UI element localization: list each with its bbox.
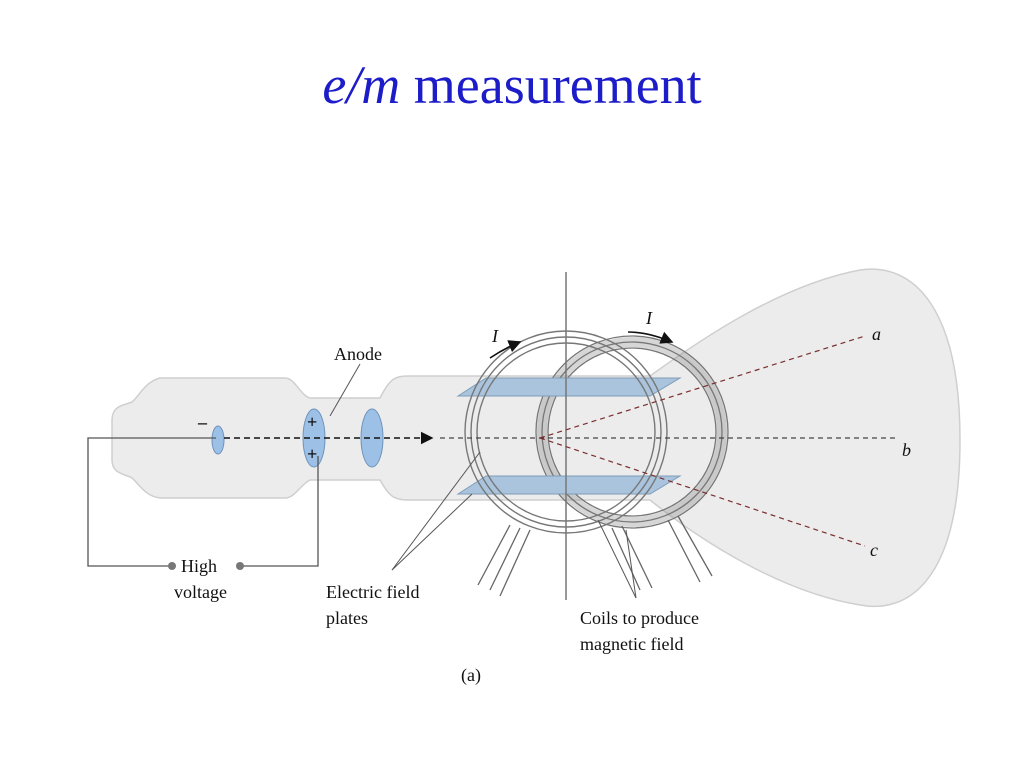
magnetic-coil-front [464, 330, 668, 534]
pointer-lines [329, 363, 637, 599]
electric-plates-label-2: plates [326, 608, 368, 628]
bottom-plate [456, 475, 682, 495]
circuit-wire-right [240, 456, 319, 567]
high-voltage-label-1: High [181, 556, 217, 576]
title-emphasis: e/m [322, 55, 401, 115]
coils-label-2: magnetic field [580, 634, 683, 654]
beam-path-c [539, 437, 866, 547]
figure-caption: (a) [461, 665, 481, 686]
electric-plates-label-1: Electric field [326, 582, 419, 602]
path-c-label: c [870, 540, 878, 560]
current-arrow-left [489, 340, 522, 359]
anode-disk-2 [360, 408, 384, 468]
anode-label: Anode [334, 344, 382, 364]
current-arrow-right [627, 331, 674, 344]
coils-label-1: Coils to produce [580, 608, 699, 628]
slide-title: e/m measurement [0, 58, 1024, 112]
path-b-label: b [902, 440, 911, 460]
current-label-right: I [645, 308, 653, 328]
high-voltage-label-2: voltage [174, 582, 227, 602]
terminal-right [236, 562, 244, 570]
beam-path-a [539, 335, 866, 439]
cathode-minus-sign: – [197, 412, 208, 432]
terminal-left [168, 562, 176, 570]
anode-plus-bottom: + [307, 444, 317, 464]
coil-leads [477, 515, 713, 597]
cathode [211, 425, 225, 455]
path-a-label: a [872, 324, 881, 344]
circuit-wire-left [87, 437, 216, 567]
title-text: measurement [400, 55, 702, 115]
anode-plus-top: + [307, 412, 317, 432]
current-label-left: I [491, 326, 499, 346]
